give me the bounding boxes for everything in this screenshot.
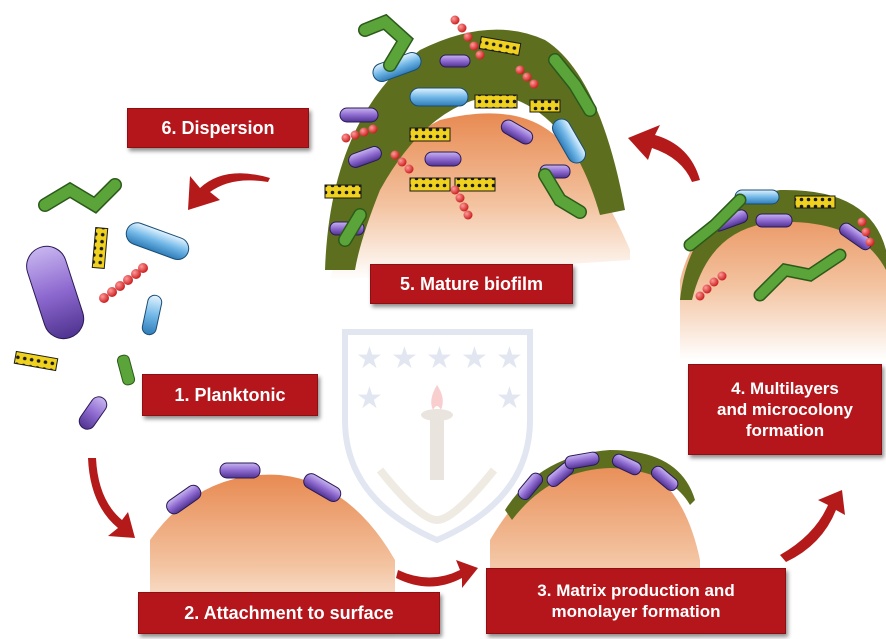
step-4-multilayers-label: 4. Multilayers and microcolony formation xyxy=(688,364,882,455)
step-5-mature-biofilm-label: 5. Mature biofilm xyxy=(370,264,573,304)
svg-text:★: ★ xyxy=(356,381,383,416)
svg-text:★: ★ xyxy=(496,341,523,376)
svg-text:★: ★ xyxy=(426,341,453,376)
svg-text:★: ★ xyxy=(496,381,523,416)
step-2-attachment-label: 2. Attachment to surface xyxy=(138,592,440,634)
step-6-dispersion-label: 6. Dispersion xyxy=(127,108,309,148)
svg-text:★: ★ xyxy=(391,341,418,376)
arrow-dispersion xyxy=(188,173,270,210)
arrow-to-mature xyxy=(628,125,700,182)
step-3-matrix-label: 3. Matrix production and monolayer forma… xyxy=(486,568,786,634)
arrow-to-matrix xyxy=(396,560,478,588)
svg-text:★: ★ xyxy=(461,341,488,376)
step-1-planktonic-label: 1. Planktonic xyxy=(142,374,318,416)
arrow-to-attachment xyxy=(88,458,135,538)
svg-text:★: ★ xyxy=(356,341,383,376)
watermark-crest: ★★★ ★★ ★★ xyxy=(345,332,530,540)
arrow-to-multilayers xyxy=(780,490,845,562)
